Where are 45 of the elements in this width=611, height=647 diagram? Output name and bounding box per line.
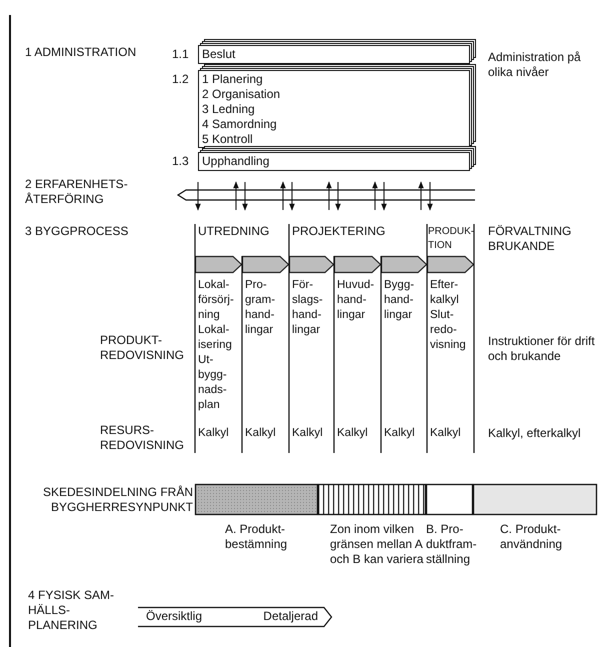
- box-text: 4 Samordning: [202, 116, 278, 132]
- diagram-label: Kalkyl: [384, 426, 416, 441]
- diagram-label: Lokal- isering: [198, 323, 233, 353]
- diagram-label: Bygg- hand- lingar: [384, 278, 416, 323]
- diagram-label: 3 BYGGPROCESS: [25, 224, 130, 239]
- diagram-label: Efter- kalkyl: [430, 278, 460, 308]
- diagram-label: Kalkyl: [198, 426, 230, 441]
- diagram-label: 1 ADMINISTRATION: [25, 45, 138, 60]
- diagram-label: PRODUK- TION: [428, 225, 474, 253]
- item-number: 1.2: [172, 72, 189, 86]
- diagram-label: Kalkyl: [245, 426, 277, 441]
- diagram-label: Slut- redo- visning: [430, 308, 467, 353]
- box-text: 5 Kontroll: [202, 132, 254, 146]
- diagram-label: Lokal- försörj- ning: [198, 278, 235, 323]
- diagram-label: Kalkyl: [292, 426, 324, 441]
- diagram-label: Kalkyl: [430, 426, 462, 441]
- diagram-label: PRODUKT- REDOVISNING: [100, 333, 186, 363]
- box-text: Upphandling: [202, 154, 270, 169]
- scale-end-label: Detaljerad: [263, 609, 318, 623]
- diagram-label: SKEDESINDELNING FRÅN BYGGHERRESYNPUNKT: [42, 485, 193, 515]
- box-text: 3 Ledning: [202, 102, 256, 116]
- diagram-label: UTREDNING: [198, 224, 270, 239]
- diagram-label: RESURS- REDOVISNING: [100, 423, 186, 453]
- box-text: Beslut: [202, 47, 236, 62]
- diagram-label: Ut- bygg- nads- plan: [198, 353, 228, 413]
- diagram-label: Huvud- hand- lingar: [337, 278, 376, 323]
- diagram-label: Kalkyl: [337, 426, 369, 441]
- item-number: 1.3: [172, 154, 189, 168]
- diagram-label: Instruktioner för drift och brukande: [488, 334, 596, 364]
- diagram-label: PROJEKTERING: [292, 224, 386, 239]
- diagram-label: Administration på olika nivåer: [488, 50, 582, 80]
- diagram-label: Kalkyl, efterkalkyl: [488, 426, 582, 441]
- diagram-label: FÖRVALTNING BRUKANDE: [488, 224, 572, 254]
- box-text: 1 Planering: [202, 72, 264, 86]
- scale-start-label: Översiktlig: [146, 609, 202, 623]
- box-text: 2 Organisation: [202, 86, 282, 102]
- item-number: 1.1: [172, 47, 189, 61]
- diagram-label: Pro- gram- hand- lingar: [245, 278, 276, 338]
- phase-caption: A. Produkt- bestämning: [225, 522, 288, 552]
- phase-caption: Zon inom vilken gränsen mellan A och B kan variera: [330, 522, 424, 567]
- diagram-label: 2 ERFARENHETS- ÅTERFÖRING: [25, 177, 129, 207]
- diagram-label: För- slags- hand- lingar: [292, 278, 324, 338]
- phase-caption: B. Pro- duktfram- ställning: [426, 522, 478, 567]
- diagram-label: 4 FYSISK SAM- HÄLLS- PLANERING: [28, 588, 116, 633]
- phase-caption: C. Produkt- användning: [500, 522, 564, 552]
